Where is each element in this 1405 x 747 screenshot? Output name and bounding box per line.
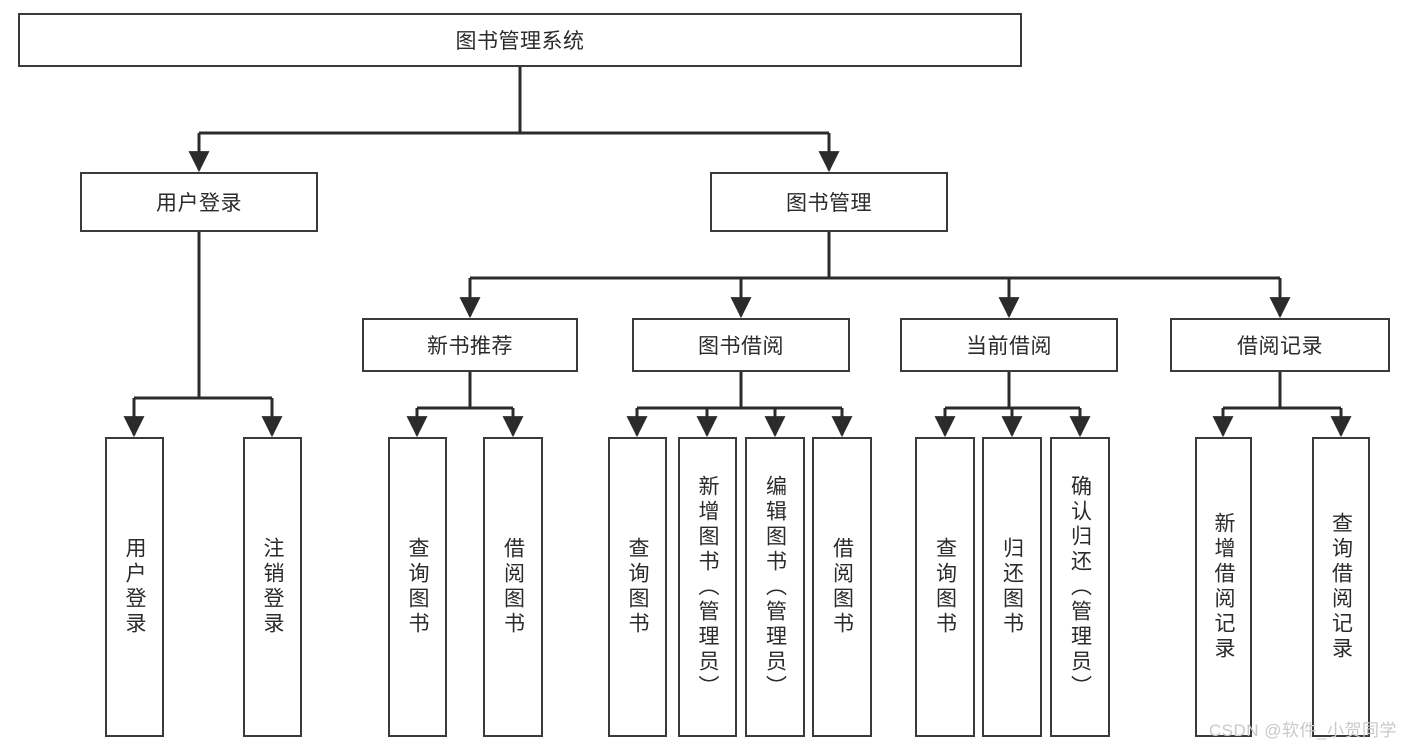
node-root-label: 图书管理系统 [455, 30, 585, 53]
node-leaf-borrow-book-rec-label: 借阅图书 [501, 537, 525, 637]
node-current-borrow-label: 当前借阅 [966, 335, 1052, 358]
node-book-borrow-label: 图书借阅 [698, 335, 784, 358]
node-leaf-query-book-cur-label: 查询图书 [933, 537, 957, 637]
node-user-login-label: 用户登录 [156, 192, 242, 215]
node-user-login[interactable]: 用户登录 [80, 172, 318, 232]
node-leaf-add-record-label: 新增借阅记录 [1212, 512, 1235, 662]
node-book-borrow[interactable]: 图书借阅 [632, 318, 850, 372]
node-current-borrow[interactable]: 当前借阅 [900, 318, 1118, 372]
node-leaf-borrow-book[interactable]: 借阅图书 [812, 437, 872, 737]
node-leaf-add-book[interactable]: 新增图书（管理员） [678, 437, 737, 737]
node-borrow-record[interactable]: 借阅记录 [1170, 318, 1390, 372]
node-leaf-edit-book-label: 编辑图书（管理员） [763, 474, 787, 700]
node-new-book-rec-label: 新书推荐 [427, 335, 513, 358]
watermark: CSDN @软件_小贺同学 [1208, 721, 1397, 740]
node-leaf-user-logout[interactable]: 注销登录 [243, 437, 302, 737]
node-leaf-user-logout-label: 注销登录 [261, 537, 284, 637]
node-leaf-return-book-label: 归还图书 [1000, 537, 1024, 637]
node-leaf-return-book[interactable]: 归还图书 [982, 437, 1042, 737]
node-leaf-user-login[interactable]: 用户登录 [105, 437, 164, 737]
node-book-manage[interactable]: 图书管理 [710, 172, 948, 232]
node-leaf-query-book-cur[interactable]: 查询图书 [915, 437, 975, 737]
node-leaf-confirm-return-label: 确认归还（管理员） [1068, 474, 1092, 700]
node-book-manage-label: 图书管理 [786, 192, 872, 215]
node-leaf-query-book-borrow-label: 查询图书 [626, 537, 649, 637]
node-leaf-query-book-rec[interactable]: 查询图书 [388, 437, 447, 737]
node-root[interactable]: 图书管理系统 [18, 13, 1022, 67]
node-leaf-query-record[interactable]: 查询借阅记录 [1312, 437, 1370, 737]
node-leaf-query-book-borrow[interactable]: 查询图书 [608, 437, 667, 737]
node-leaf-edit-book[interactable]: 编辑图书（管理员） [745, 437, 805, 737]
node-leaf-borrow-book-rec[interactable]: 借阅图书 [483, 437, 543, 737]
node-leaf-add-record[interactable]: 新增借阅记录 [1195, 437, 1252, 737]
node-leaf-borrow-book-label: 借阅图书 [830, 537, 854, 637]
node-leaf-query-record-label: 查询借阅记录 [1329, 512, 1353, 662]
node-borrow-record-label: 借阅记录 [1237, 335, 1323, 358]
node-leaf-query-book-rec-label: 查询图书 [406, 537, 429, 637]
node-leaf-user-login-label: 用户登录 [123, 537, 146, 637]
node-leaf-confirm-return[interactable]: 确认归还（管理员） [1050, 437, 1110, 737]
node-leaf-add-book-label: 新增图书（管理员） [696, 474, 719, 700]
node-new-book-rec[interactable]: 新书推荐 [362, 318, 578, 372]
